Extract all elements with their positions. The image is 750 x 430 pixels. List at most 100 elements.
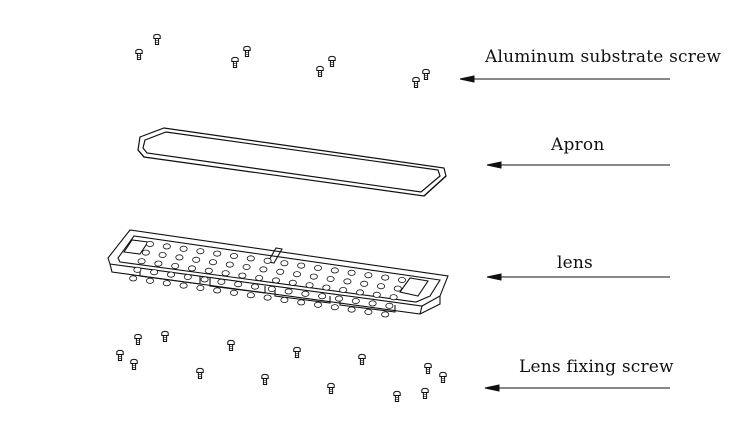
lens-dot xyxy=(322,284,331,291)
lens-dot xyxy=(364,308,373,315)
lens-dot xyxy=(280,260,289,267)
lens-dot xyxy=(246,255,255,262)
lens-dot xyxy=(263,294,272,301)
screw-icon xyxy=(293,346,301,358)
lens-dot xyxy=(217,278,226,285)
lens-dot xyxy=(309,273,318,280)
screw-icon xyxy=(424,362,432,374)
lens-dot xyxy=(208,259,217,266)
lens-dot xyxy=(393,285,402,292)
lens-dot xyxy=(339,286,348,293)
lens-dot xyxy=(292,271,301,278)
lens-dot xyxy=(162,280,171,287)
lens-dot xyxy=(187,265,196,272)
screw-icon xyxy=(130,358,138,370)
label-fixing-screw: Lens fixing screw xyxy=(519,357,674,377)
lens-dot xyxy=(204,267,213,274)
lens-dot xyxy=(196,284,205,291)
lens-dot xyxy=(355,289,364,296)
screw-icon xyxy=(422,68,430,80)
lens-dot xyxy=(347,306,356,313)
lens-dot xyxy=(225,261,234,268)
lens-dot xyxy=(276,268,285,275)
lens-dot xyxy=(267,285,276,292)
screw-icon xyxy=(421,387,429,399)
lens-dot xyxy=(347,269,356,276)
lens-dot xyxy=(129,275,138,282)
lens-dot xyxy=(141,249,150,256)
lens-dot xyxy=(284,288,293,295)
screw-icon xyxy=(439,371,447,383)
lens-dot xyxy=(200,276,209,283)
lens-dot xyxy=(242,263,251,270)
lens-dot xyxy=(385,302,394,309)
lens-dot xyxy=(297,262,306,269)
lens-dot xyxy=(150,269,159,276)
label-substrate-screw: Aluminum substrate screw xyxy=(485,47,722,67)
lens-dot xyxy=(263,257,272,264)
lens-dot xyxy=(288,279,297,286)
screw-icon xyxy=(231,56,239,68)
lens-dot xyxy=(179,282,188,289)
lens-dot xyxy=(334,295,343,302)
screw-icon xyxy=(327,382,335,394)
lens-dot xyxy=(389,294,398,301)
lens-dot xyxy=(330,267,339,274)
lens-dot xyxy=(162,243,171,250)
lens-dot xyxy=(364,272,373,279)
lens-dot xyxy=(221,270,230,277)
screw-icon xyxy=(134,333,142,345)
lens-dot xyxy=(145,240,154,247)
lens-dot xyxy=(250,283,259,290)
screw-icon xyxy=(261,373,269,385)
lens-dot xyxy=(234,281,243,288)
screw-icon xyxy=(116,349,124,361)
lens-dot xyxy=(326,275,335,282)
lens-dot xyxy=(313,264,322,271)
lens-dot xyxy=(255,274,264,281)
screw-icon xyxy=(227,339,235,351)
screw-icon xyxy=(412,76,420,88)
lens-dot xyxy=(381,274,390,281)
lens-dot xyxy=(330,304,339,311)
lens-dot xyxy=(259,266,268,273)
lens-dot xyxy=(271,277,280,284)
label-apron: Apron xyxy=(551,135,605,155)
screw-icon xyxy=(196,367,204,379)
lens-dot xyxy=(133,266,142,273)
lens-dot xyxy=(360,280,369,287)
lens-dot xyxy=(229,252,238,259)
lens-dot xyxy=(280,296,289,303)
screw-icon xyxy=(393,390,401,402)
arrow-left-icon xyxy=(484,384,670,392)
lens-dot xyxy=(213,287,222,294)
lens-dot xyxy=(166,271,175,278)
lens-dot xyxy=(145,277,154,284)
lens-dot xyxy=(297,299,306,306)
lens-dot xyxy=(196,248,205,255)
lens-dot xyxy=(376,283,385,290)
substrate-screws xyxy=(135,33,430,88)
screw-icon xyxy=(316,65,324,77)
lens-dot xyxy=(246,292,255,299)
lens-dot xyxy=(372,291,381,298)
lens-dot xyxy=(381,311,390,318)
lens-dot xyxy=(183,273,192,280)
lens-dot xyxy=(318,293,327,300)
lens-dot xyxy=(137,258,146,265)
arrow-left-icon xyxy=(486,273,670,281)
fixing-screws xyxy=(116,330,447,402)
screw-icon xyxy=(243,45,251,57)
lens-dot xyxy=(154,260,163,267)
lens-dot xyxy=(171,262,180,269)
lens-dot xyxy=(175,254,184,261)
lens-dot xyxy=(313,301,322,308)
lens-dot xyxy=(179,245,188,252)
screw-icon xyxy=(153,33,161,45)
lens-dot xyxy=(351,297,360,304)
label-lens: lens xyxy=(557,253,593,273)
lens-dot xyxy=(301,290,310,297)
screw-icon xyxy=(135,48,143,60)
arrow-left-icon xyxy=(459,75,670,83)
